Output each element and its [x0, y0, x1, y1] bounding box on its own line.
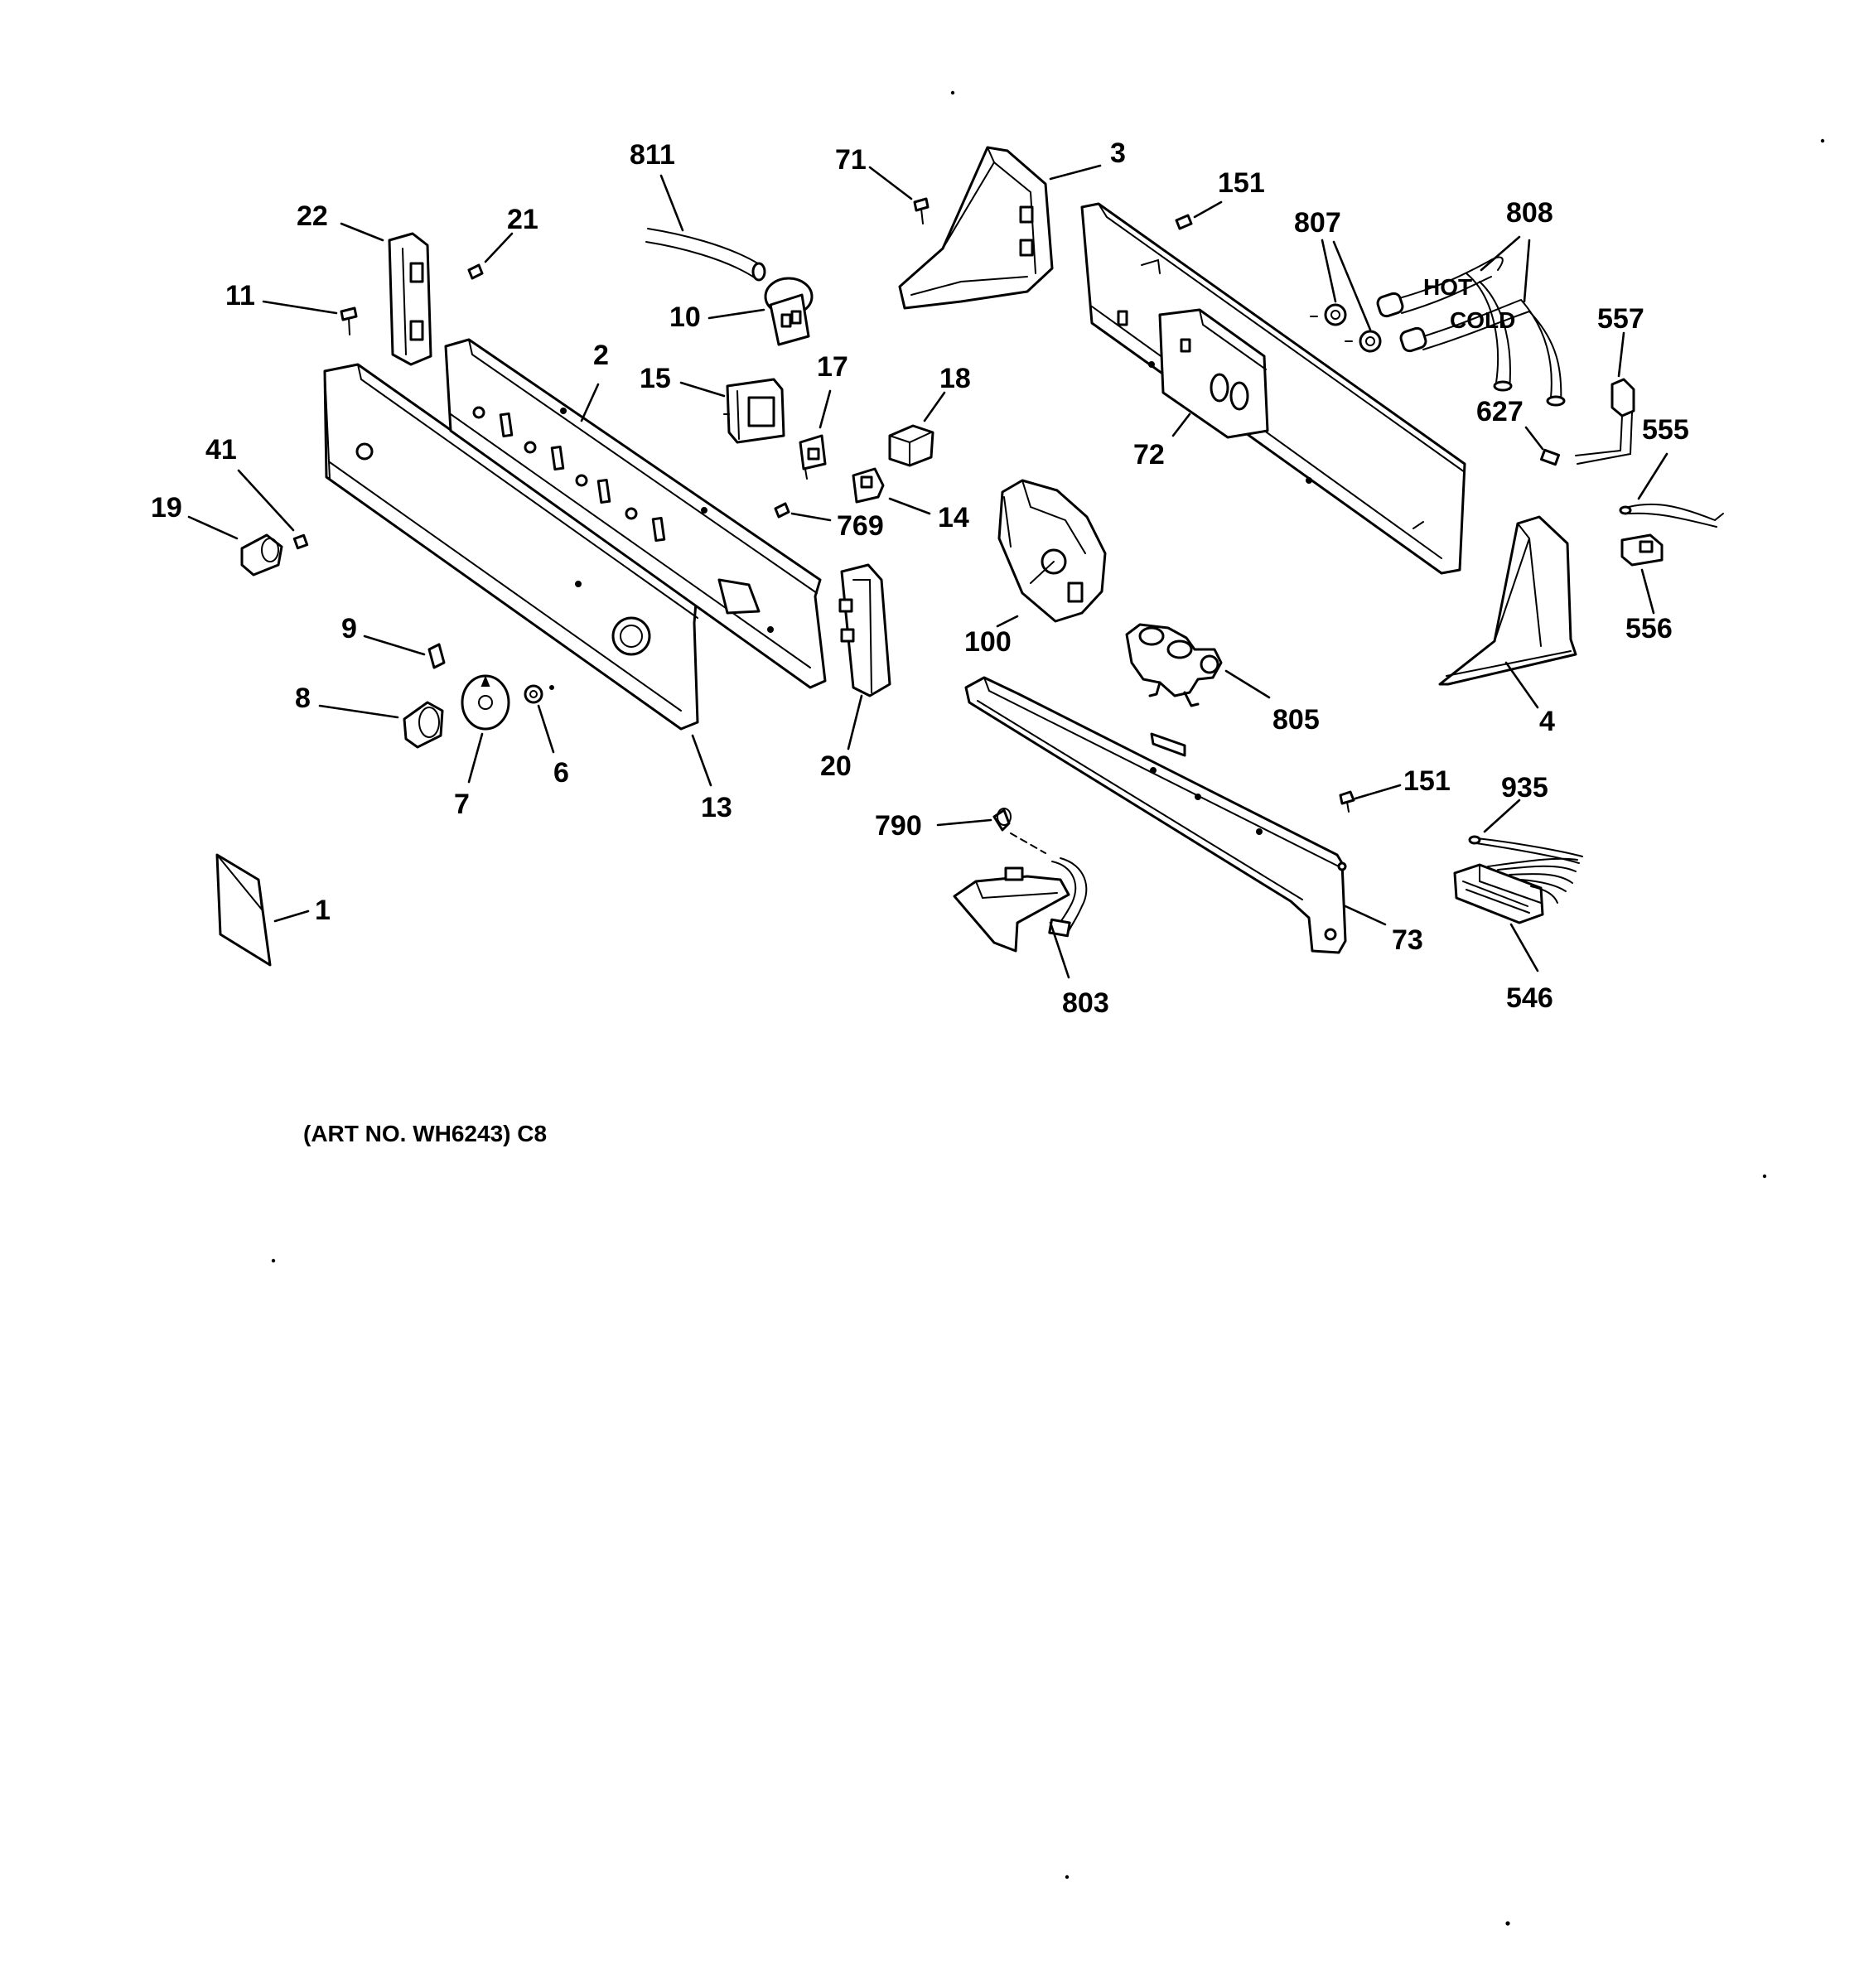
part-151-screw-bottom — [1339, 784, 1402, 813]
hot-hose-marking: HOT — [1423, 274, 1472, 300]
part-7-dial-skirt — [461, 674, 510, 784]
label-790: 790 — [875, 810, 922, 842]
part-17-switch — [799, 389, 832, 480]
label-555: 555 — [1642, 414, 1689, 446]
part-556-connector — [1620, 533, 1664, 615]
part-803-hose-bracket — [953, 857, 1088, 979]
scan-specks — [271, 90, 1825, 1926]
label-805: 805 — [1272, 704, 1320, 736]
label-808: 808 — [1506, 197, 1553, 229]
part-41-nut — [237, 469, 309, 550]
label-14: 14 — [938, 502, 969, 533]
label-556: 556 — [1625, 613, 1673, 644]
part-19-knob — [187, 515, 283, 577]
label-546: 546 — [1506, 982, 1553, 1014]
part-808-fill-hoses: HOT COLD — [1376, 235, 1566, 407]
label-1: 1 — [315, 895, 331, 926]
part-8-knob — [318, 701, 444, 749]
label-71: 71 — [835, 144, 867, 176]
part-2-panel-frame — [444, 338, 827, 689]
callout-labels: 811 71 3 151 807 808 22 21 11 10 557 2 1… — [151, 138, 1689, 1019]
label-100: 100 — [964, 626, 1012, 658]
label-41: 41 — [205, 434, 237, 466]
part-11-screw — [262, 300, 358, 335]
label-935: 935 — [1501, 772, 1548, 803]
part-555-wire — [1619, 452, 1724, 528]
label-7: 7 — [454, 789, 470, 820]
part-9-clip — [363, 635, 446, 669]
label-10: 10 — [669, 302, 701, 333]
part-557-power-cord-bracket — [1575, 331, 1635, 465]
part-1-literature-envelope — [215, 853, 310, 967]
part-151-screw-top — [1175, 200, 1223, 230]
label-17: 17 — [817, 351, 848, 383]
label-8: 8 — [295, 683, 311, 714]
label-18: 18 — [939, 363, 971, 394]
part-73-bottom-rail — [964, 676, 1387, 954]
label-627: 627 — [1476, 396, 1524, 427]
part-100-timer — [996, 479, 1107, 628]
part-627-clip — [1524, 426, 1561, 466]
label-22: 22 — [297, 200, 328, 232]
label-811: 811 — [630, 139, 675, 171]
part-769-screw — [774, 502, 832, 522]
label-6: 6 — [553, 757, 569, 789]
part-3-side-bracket — [898, 146, 1102, 310]
label-769: 769 — [837, 510, 884, 542]
part-14-switch — [852, 467, 931, 515]
art-number-caption: (ART NO. WH6243) C8 — [303, 1121, 547, 1146]
label-4: 4 — [1539, 706, 1555, 737]
part-20-end-cap — [838, 563, 891, 750]
label-13: 13 — [701, 792, 732, 823]
part-22-side-bracket — [340, 222, 432, 366]
label-73: 73 — [1392, 924, 1423, 956]
part-6-nut — [524, 684, 555, 754]
label-20: 20 — [820, 750, 852, 782]
label-803: 803 — [1062, 987, 1109, 1019]
part-72-backsplash — [1080, 202, 1466, 575]
part-546-wire-harness — [1453, 857, 1578, 972]
label-72: 72 — [1133, 439, 1165, 470]
part-805-water-valve — [1125, 623, 1271, 707]
label-807: 807 — [1294, 207, 1341, 239]
part-18-block — [888, 391, 946, 467]
label-9: 9 — [341, 613, 357, 644]
part-790-clamp — [936, 808, 1046, 854]
part-807-washers — [1310, 239, 1382, 353]
part-71-screw — [868, 166, 930, 224]
part-13-control-panel — [323, 363, 712, 787]
label-15: 15 — [640, 363, 671, 394]
label-19: 19 — [151, 492, 182, 524]
part-15-switch — [679, 378, 785, 444]
part-4-right-bracket — [1438, 515, 1577, 709]
label-3: 3 — [1110, 138, 1126, 169]
label-151-top: 151 — [1218, 167, 1265, 199]
label-21: 21 — [507, 204, 538, 235]
label-2: 2 — [593, 340, 609, 371]
label-557: 557 — [1597, 303, 1644, 335]
part-811-hose — [645, 174, 766, 282]
part-10-pressure-switch — [707, 277, 814, 346]
label-151-bottom: 151 — [1403, 765, 1451, 797]
cold-hose-marking: COLD — [1450, 307, 1515, 333]
part-21-screw — [467, 232, 514, 280]
part-935-harness-lead — [1468, 799, 1583, 864]
label-11: 11 — [225, 280, 255, 311]
